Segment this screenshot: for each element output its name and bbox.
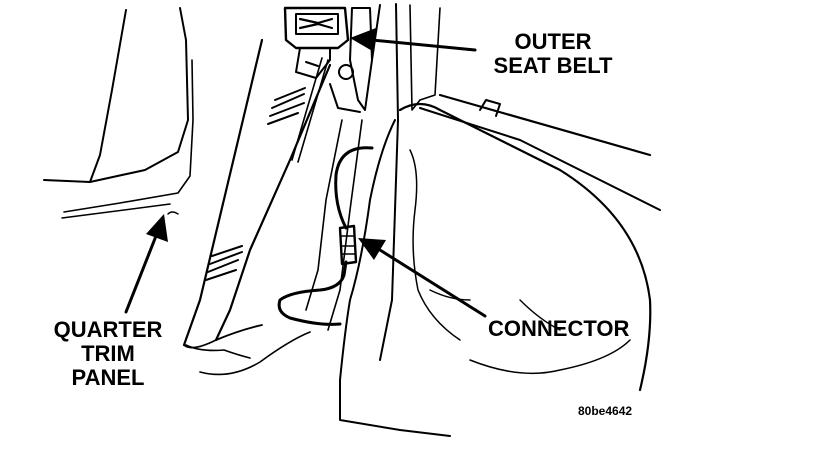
outer-seat-belt-label-line2: SEAT BELT [493, 53, 613, 78]
connector-label: CONNECTOR [488, 316, 630, 341]
connector-plug [338, 224, 358, 266]
rear-seat-cushion [339, 93, 661, 437]
b-pillar-trim [182, 38, 332, 376]
quarter-trim-panel [43, 7, 194, 219]
quarter-trim-panel-label-line2: TRIM [81, 341, 135, 366]
figure-code: 80be4642 [578, 404, 633, 418]
outer-seat-belt-anchor [283, 6, 350, 163]
quarter-trim-panel-label: QUARTER TRIM PANEL [48, 318, 168, 390]
connector-arrow [358, 238, 487, 318]
quarter-trim-panel-label-line3: PANEL [71, 365, 145, 390]
quarter-trim-panel-arrow [124, 214, 168, 314]
outer-seat-belt-label-line1: OUTER [514, 29, 592, 54]
outer-seat-belt-arrow [350, 28, 477, 52]
quarter-trim-panel-label-line1: QUARTER [53, 317, 163, 342]
wiring-harness [277, 146, 374, 326]
outer-seat-belt-label: OUTER SEAT BELT [478, 30, 628, 78]
